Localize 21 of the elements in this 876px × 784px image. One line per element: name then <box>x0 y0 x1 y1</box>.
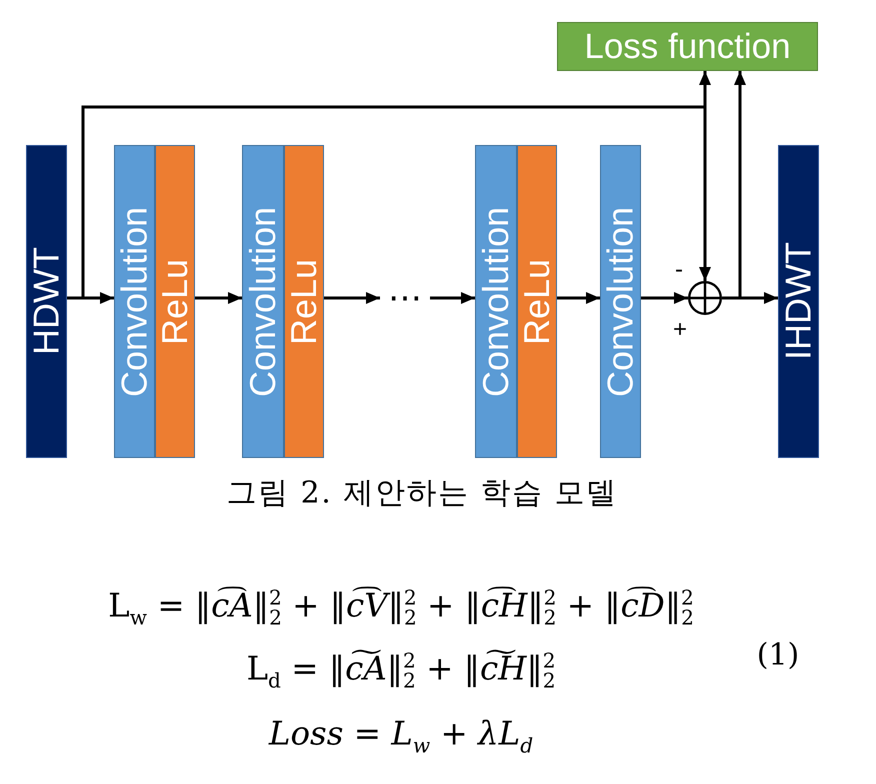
equation: Loss = L$_{w}$ + λL$_{d}$ <box>268 714 534 754</box>
layer-box: ReLu <box>517 145 557 458</box>
layer-box: ReLu <box>284 145 324 458</box>
sum-junction-icon <box>688 281 722 315</box>
arrow <box>430 292 475 304</box>
arrow <box>195 292 242 304</box>
figure-caption: 그림 2. 제안하는 학습 모델 <box>226 474 618 512</box>
layer-box: Convolution <box>114 145 155 458</box>
equation-number: (1) <box>756 636 800 674</box>
arrow <box>324 292 380 304</box>
layer-box: Convolution <box>600 145 641 458</box>
arrow <box>722 71 746 300</box>
transform-box: IHDWT <box>778 145 819 458</box>
layer-box: Convolution <box>242 145 284 458</box>
layer-box: ReLu <box>155 145 195 458</box>
layer-box: Convolution <box>475 145 517 458</box>
process-box: Loss function <box>557 22 818 71</box>
arrow <box>557 292 600 304</box>
ellipsis: ⋯ <box>380 283 430 313</box>
arrow <box>641 292 688 304</box>
transform-box: HDWT <box>26 145 67 458</box>
